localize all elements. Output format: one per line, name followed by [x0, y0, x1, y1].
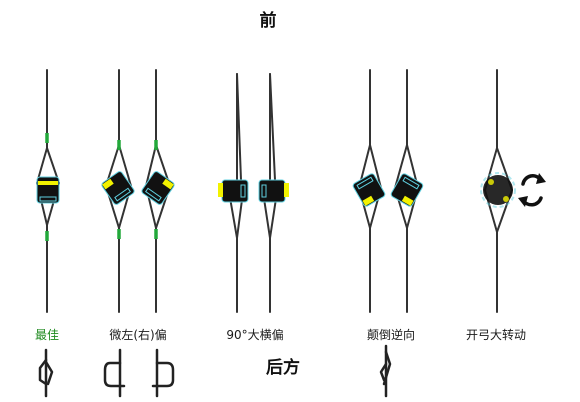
peep-90-right — [258, 179, 289, 203]
rotate-arrows-icon — [518, 173, 546, 207]
peep-90-left — [218, 179, 249, 203]
label-90: 90°大横偏 — [226, 328, 284, 342]
peep-reverse-right — [390, 173, 424, 207]
back-view-tilt-right — [151, 348, 175, 398]
serving-marks — [45, 133, 158, 241]
peep-reverse-left — [352, 173, 386, 207]
peep-best — [36, 176, 60, 204]
back-view-reverse — [379, 344, 392, 398]
back-view-tilt-left — [103, 348, 126, 398]
peep-tilt-right — [141, 171, 175, 205]
label-rotate: 开弓大转动 — [465, 328, 527, 342]
peep-tilt-left — [101, 171, 135, 205]
label-reverse: 颠倒逆向 — [366, 328, 416, 342]
label-tilt: 微左(右)偏 — [109, 328, 167, 342]
back-label: 后方 — [266, 358, 300, 378]
front-label: 前 — [259, 11, 277, 31]
label-best: 最佳 — [34, 328, 60, 342]
back-view-best — [38, 348, 54, 398]
peep-rotating-blur — [480, 172, 516, 208]
